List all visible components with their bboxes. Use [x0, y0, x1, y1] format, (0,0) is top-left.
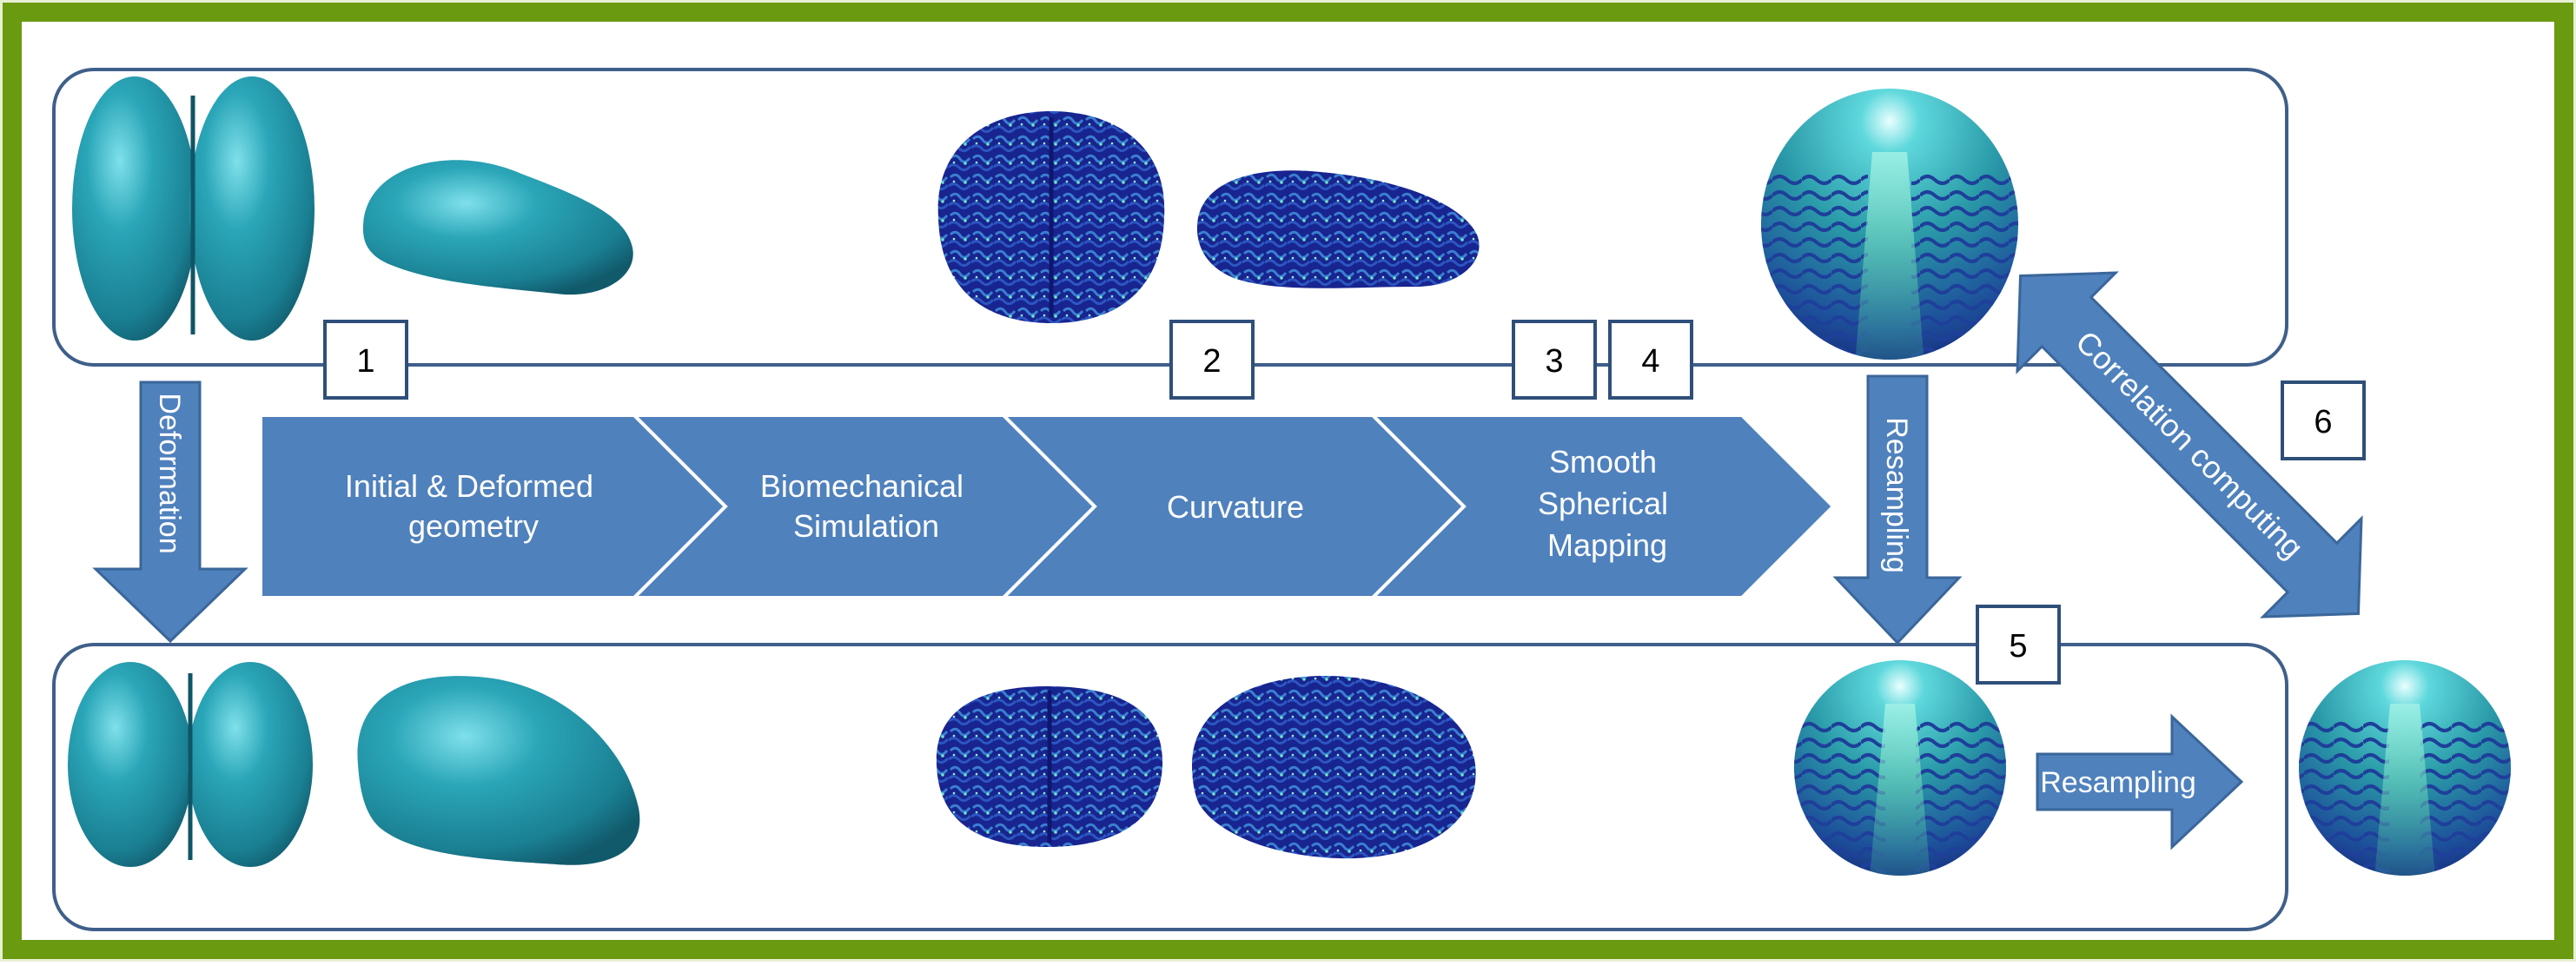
- pipeline-step-4-label: Smooth Spherical Mapping: [1538, 444, 1677, 563]
- correlation-arrow: [2016, 271, 2363, 619]
- deformation-label: Deformation: [153, 393, 186, 553]
- resampling-down-arrow: [1832, 374, 1963, 645]
- svg-text:1: 1: [356, 343, 374, 380]
- step-marker-6: 6: [2281, 380, 2366, 460]
- pipeline-step-1-label: Initial & Deformed geometry: [345, 468, 602, 544]
- deformation-arrow: [92, 380, 248, 644]
- svg-text:5: 5: [2009, 628, 2027, 665]
- bottom-panel: [52, 643, 2288, 931]
- folded-brain-icon: [937, 111, 1165, 323]
- step-marker-3: 3: [1512, 320, 1597, 400]
- pipeline-step-1: [259, 414, 728, 599]
- resampling-right-arrow: [2036, 713, 2244, 850]
- folded-brain-icon: [1196, 170, 1480, 288]
- curvature-sphere-icon: [1794, 660, 2006, 876]
- pipeline-step-3-label: Curvature: [1167, 489, 1304, 525]
- svg-text:4: 4: [1641, 343, 1659, 380]
- step-marker-1: 1: [323, 320, 408, 400]
- pipeline-step-2-label: Biomechanical Simulation: [760, 468, 972, 544]
- step-marker-4: 4: [1608, 320, 1693, 400]
- svg-text:2: 2: [1202, 343, 1221, 380]
- resampling-horizontal-label: Resampling: [2040, 766, 2196, 799]
- smooth-brain-icon: [362, 160, 633, 295]
- folded-brain-icon: [1192, 676, 1476, 859]
- step-marker-5: 5: [1976, 605, 2061, 685]
- svg-text:6: 6: [2314, 404, 2332, 440]
- pipeline-step-4: [1368, 414, 1836, 599]
- smooth-brain-icon: [357, 676, 640, 865]
- svg-text:3: 3: [1545, 343, 1563, 380]
- smooth-brain-icon: [72, 76, 315, 341]
- resampling-vertical-label: Resampling: [1880, 417, 1913, 573]
- smooth-brain-icon: [68, 662, 313, 867]
- folded-brain-icon: [936, 686, 1163, 847]
- step-marker-2: 2: [1169, 320, 1255, 400]
